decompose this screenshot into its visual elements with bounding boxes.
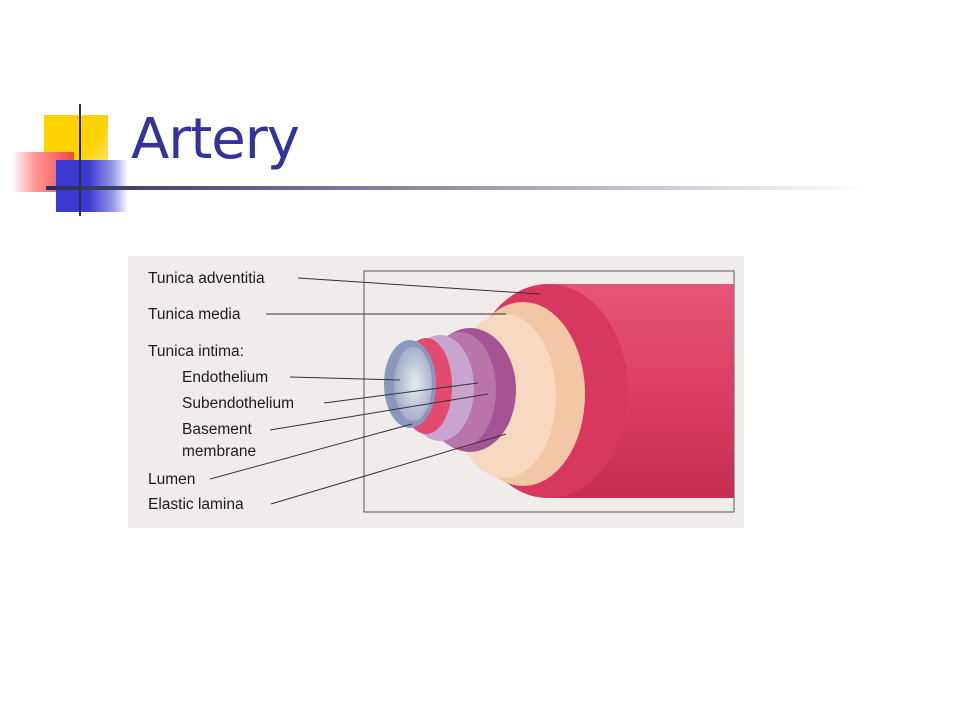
label-tunica-adventitia: Tunica adventitia xyxy=(148,270,265,287)
title-underline xyxy=(46,186,866,190)
label-elastic-lamina: Elastic lamina xyxy=(148,496,244,513)
label-tunica-intima: Tunica intima: xyxy=(148,343,244,360)
artery-diagram: Tunica adventitia Tunica media Tunica in… xyxy=(128,256,744,528)
label-endothelium: Endothelium xyxy=(182,369,268,386)
label-basement-line2: membrane xyxy=(182,443,256,460)
leader-lines xyxy=(209,277,541,505)
label-tunica-media: Tunica media xyxy=(148,306,241,323)
label-basement-line1: Basement xyxy=(182,421,252,438)
label-lumen: Lumen xyxy=(148,471,195,488)
label-subendothelium: Subendothelium xyxy=(182,395,294,412)
lumen xyxy=(394,347,432,421)
slide-title: Artery xyxy=(131,107,300,172)
artery-illustration: Tunica adventitia Tunica media Tunica in… xyxy=(148,270,735,513)
deco-vertical-line xyxy=(79,104,81,216)
